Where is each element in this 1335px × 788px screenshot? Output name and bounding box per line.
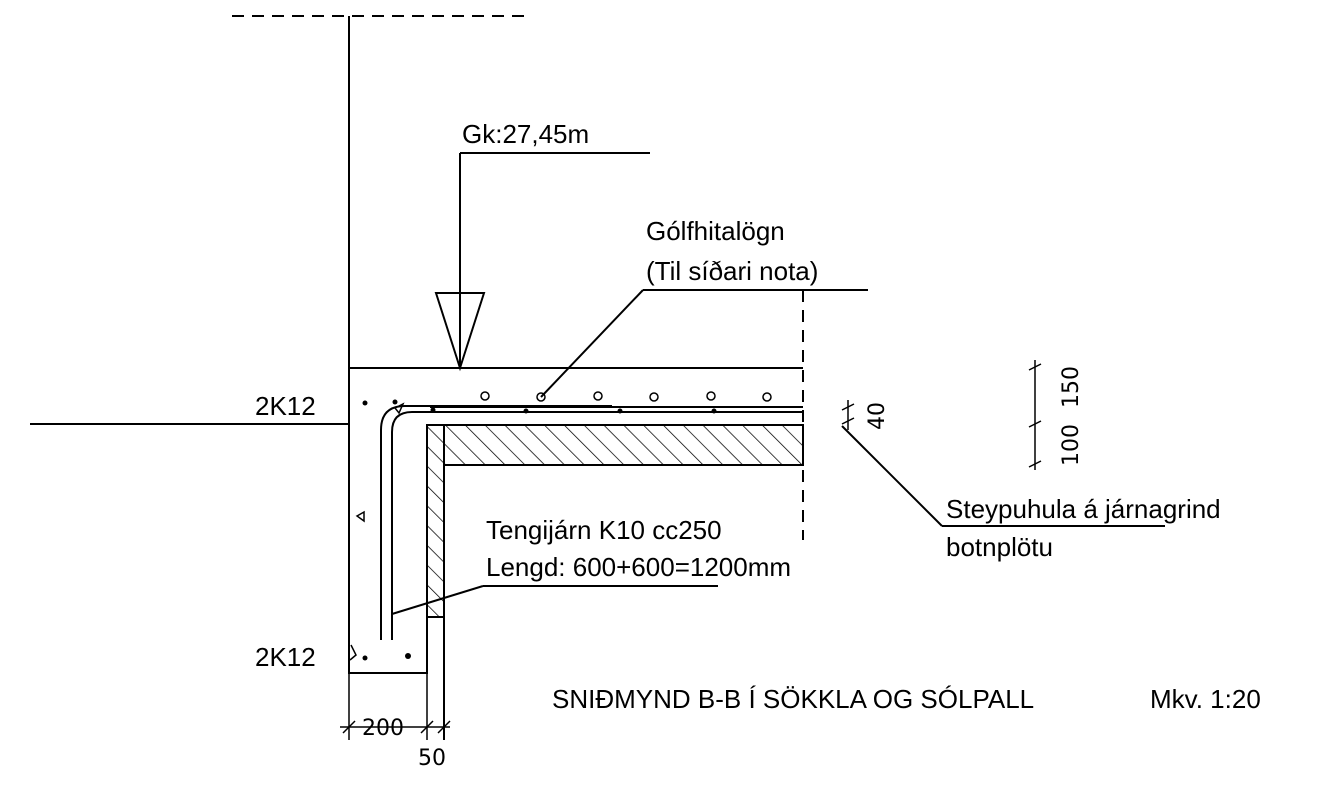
connector-bar-inner — [391, 411, 803, 640]
footing-insulation — [426, 424, 445, 618]
cover-dim-label: 40 — [865, 402, 890, 430]
spacer-leader — [841, 425, 943, 527]
footing-width-dimension — [340, 673, 451, 740]
connector-leader — [391, 585, 484, 615]
footing-width-label: 200 — [362, 716, 404, 741]
spacer-label-2: botnplötu — [946, 532, 1053, 562]
heating-label-2: (Til síðari nota) — [646, 256, 818, 286]
connector-label-1: Tengijárn K10 cc250 — [486, 515, 722, 545]
aggregate-marks — [349, 402, 405, 661]
level-triangle — [434, 292, 486, 372]
connector-label-2: Lengd: 600+600=1200mm — [486, 552, 791, 582]
rebar-dots — [362, 391, 772, 661]
level-label: Gk:27,45m — [462, 119, 589, 149]
heating-label-1: Gólfhitalögn — [646, 216, 785, 246]
cover-dimension — [841, 400, 855, 430]
slab-thickness-dimension — [1028, 360, 1042, 470]
heating-leader — [540, 289, 644, 398]
footing-outline — [348, 368, 428, 674]
rebar-top-label: 2K12 — [255, 391, 316, 421]
connector-bar-outer — [380, 405, 612, 640]
insulation-width-label: 50 — [418, 746, 446, 771]
slab-lower-dim: 100 — [1059, 424, 1084, 466]
slab-insulation — [443, 424, 804, 466]
slab-upper-dim: 150 — [1059, 366, 1084, 408]
drawing-title: SNIÐMYND B-B Í SÖKKLA OG SÓLPALL — [552, 684, 1034, 714]
spacer-label-1: Steypuhula á járnagrind — [946, 494, 1221, 524]
drawing-scale: Mkv. 1:20 — [1150, 684, 1261, 714]
rebar-bottom-label: 2K12 — [255, 642, 316, 672]
